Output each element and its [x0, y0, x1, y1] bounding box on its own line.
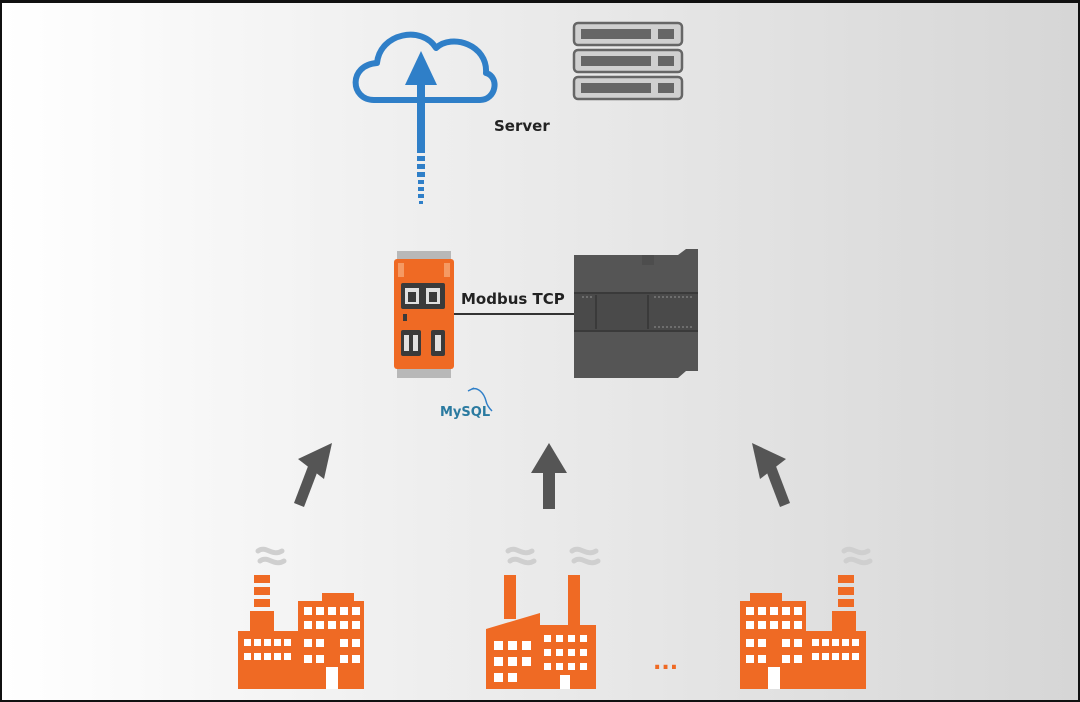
mysql-logo-icon: [467, 387, 493, 412]
modbus-tcp-label: Modbus TCP: [461, 290, 565, 308]
up-arrow-left: [294, 443, 332, 507]
up-arrow-middle: [531, 443, 567, 509]
factory-icon: [486, 546, 601, 689]
more-factories-ellipsis: ...: [653, 650, 678, 675]
plc-controller-icon: [574, 249, 698, 378]
cloud-upload-icon: [352, 31, 498, 204]
up-arrow-right: [752, 443, 790, 507]
factory-icon: [238, 546, 364, 689]
server-rack-icon: [572, 21, 684, 101]
mysql-label: MySQL: [440, 405, 490, 420]
diagram-canvas: Server Modbus: [2, 3, 1078, 700]
server-label: Server: [494, 117, 550, 135]
gateway-device-icon: [394, 251, 454, 378]
architecture-diagram: Server Modbus: [238, 21, 873, 689]
factory-icon: [740, 546, 873, 689]
